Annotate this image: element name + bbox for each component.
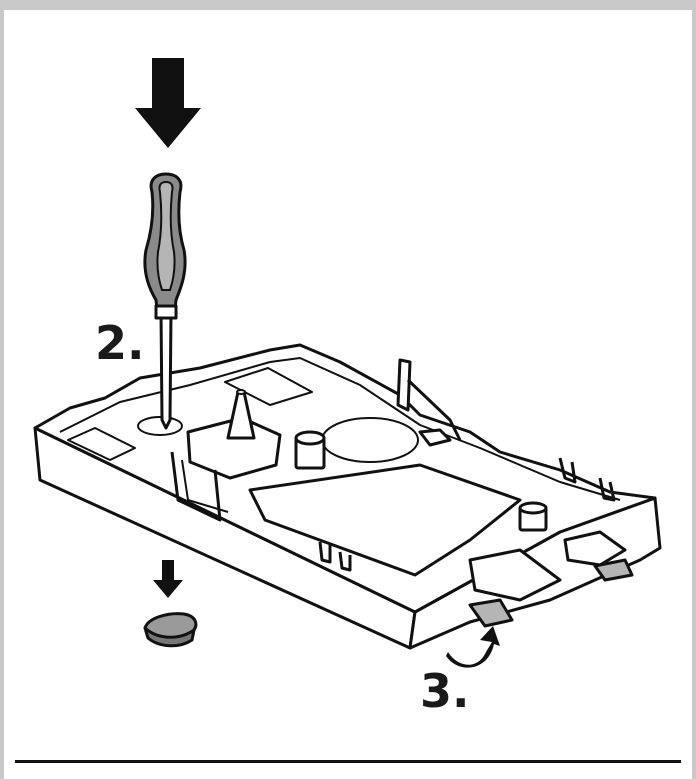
rear-cylinder-top <box>518 501 548 515</box>
inner-platform <box>248 463 522 577</box>
screwdriver-icon <box>143 172 187 430</box>
latch-tab <box>396 358 412 412</box>
guide-rail-inner <box>181 459 229 513</box>
step-2-label: 2. <box>95 316 145 370</box>
arrow-down-icon <box>135 58 201 148</box>
step-3-label: 3. <box>420 664 470 718</box>
cap <box>143 612 198 648</box>
cap-top <box>143 612 198 639</box>
front-bracket-2 <box>563 530 627 567</box>
tray-recess-left <box>67 427 136 461</box>
latch-arm <box>406 378 462 441</box>
screwdriver-shaft <box>159 310 173 430</box>
small-cylinder-top <box>294 430 326 446</box>
lower-clip <box>468 598 514 628</box>
lower-clip-2 <box>593 558 634 582</box>
arrow-down-icon <box>153 560 183 598</box>
screwdriver-ferrule <box>154 304 178 320</box>
small-block <box>418 428 452 447</box>
guide-rail-left <box>170 451 222 522</box>
cone-post-tip <box>236 389 246 395</box>
screwdriver-grip <box>156 181 176 291</box>
tray-recess-top <box>224 367 313 406</box>
front-bracket <box>468 548 562 602</box>
screw-hole <box>137 416 183 436</box>
bottom-divider <box>15 760 681 763</box>
rear-post <box>558 457 577 484</box>
tray <box>33 343 662 650</box>
frame-right-border <box>692 10 696 779</box>
front-notch <box>318 541 332 564</box>
rotate-arrow-body <box>446 626 500 668</box>
rear-post-2 <box>598 477 616 502</box>
circular-recess <box>321 417 419 463</box>
rotate-arrow-icon <box>446 626 500 668</box>
frame-left-border <box>0 10 4 779</box>
front-notch-2 <box>338 551 352 572</box>
frame-top-border <box>0 0 696 10</box>
tray-inner-rim <box>59 357 621 501</box>
